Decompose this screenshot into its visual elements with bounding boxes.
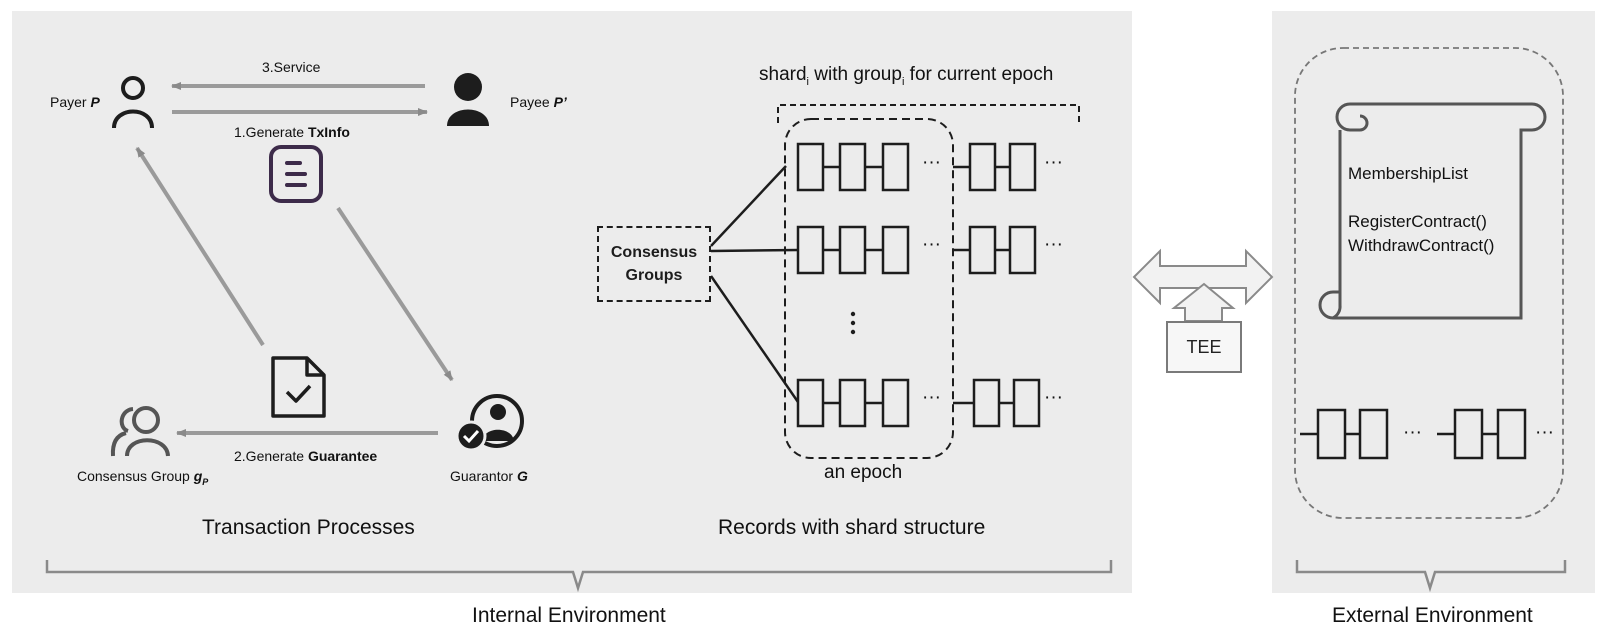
consensus-group-prefix: Consensus Group (77, 468, 194, 484)
payee-label: Payee P’ (510, 94, 567, 110)
guarantor-symbol: G (516, 468, 528, 484)
payer-label: Payer P (50, 94, 100, 110)
to-payer-arrow (135, 146, 265, 347)
payee-person-solid-icon (447, 73, 489, 126)
external-chain (1300, 408, 1527, 460)
shard-links (709, 165, 800, 403)
chain-block (968, 142, 997, 192)
external-dashed-box (1294, 47, 1564, 519)
chain-block (1012, 378, 1041, 428)
chain-block (968, 225, 997, 275)
payee-symbol: P’ (553, 94, 567, 110)
consensus-groups-line2: Groups (625, 267, 683, 284)
external-ellipsis-a: ··· (1403, 422, 1422, 443)
chain-block (1008, 225, 1037, 275)
chain-block (1008, 142, 1037, 192)
chain-block (838, 378, 867, 428)
chain2-ellipsis-a: ··· (922, 234, 941, 255)
contract-scroll-icon (1318, 102, 1547, 320)
guarantor-label: Guarantor G (450, 468, 528, 484)
internal-brace (45, 560, 1113, 593)
chain2-ellipsis-b: ··· (1044, 234, 1063, 255)
txinfo-bold: TxInfo (307, 124, 350, 140)
txinfo-document-icon (269, 145, 323, 203)
transaction-processes-label: Transaction Processes (202, 516, 415, 539)
chain3-ellipsis-b: ··· (1044, 387, 1063, 408)
tee-label: TEE (1186, 336, 1222, 357)
internal-environment-panel (12, 11, 1132, 593)
guarantor-prefix: Guarantor (450, 468, 517, 484)
external-brace (1295, 560, 1567, 593)
external-ellipsis-b: ··· (1535, 422, 1554, 443)
membership-list-text: MembershipList (1348, 164, 1468, 183)
chain-block (796, 142, 825, 192)
chain-block (881, 142, 910, 192)
chain-block (881, 378, 910, 428)
chain-block (796, 225, 825, 275)
consensus-groups-line1: Consensus (610, 244, 698, 261)
chain1-ellipsis-b: ··· (1044, 152, 1063, 173)
txinfo-label: 1.Generate TxInfo (234, 124, 350, 140)
service-label: 3.Service (262, 59, 321, 75)
to-guarantor-arrow (336, 206, 454, 382)
internal-environment-label: Internal Environment (472, 604, 666, 627)
withdraw-contract-text: WithdrawContract() (1348, 236, 1495, 255)
tee-box: TEE (1166, 321, 1242, 373)
guarantee-bold: Guarantee (307, 448, 378, 464)
guarantee-label: 2.Generate Guarantee (234, 448, 377, 464)
chain-block (1453, 408, 1484, 460)
chain-block (881, 225, 910, 275)
epoch-box (784, 118, 954, 459)
register-contract-text: RegisterContract() (1348, 212, 1487, 231)
shard-bracket (777, 104, 1080, 123)
chain-block (838, 225, 867, 275)
vertical-ellipsis (850, 311, 856, 335)
epoch-label: an epoch (824, 462, 903, 483)
chain-block (1496, 408, 1527, 460)
consensus-group-people-icon (110, 406, 170, 457)
payee-prefix: Payee (510, 94, 554, 110)
chain1-ellipsis-a: ··· (922, 152, 941, 173)
chain-block (1358, 408, 1389, 460)
shard-chains (796, 142, 1041, 428)
shard-label: shardi with groupi for current epoch (759, 64, 1053, 88)
consensus-group-symbol: g (193, 468, 203, 484)
consensus-groups-box: Consensus Groups (597, 226, 711, 302)
shard-middle: with group (808, 64, 902, 85)
chain-block (972, 378, 1001, 428)
shard-word: shard (759, 64, 807, 85)
shard-sub: i (806, 75, 809, 88)
guarantee-document-check-icon (271, 356, 326, 418)
consensus-group-label: Consensus Group gP (77, 468, 208, 487)
payer-symbol: P (90, 94, 100, 110)
records-shard-label: Records with shard structure (718, 516, 986, 539)
external-environment-label: External Environment (1332, 604, 1533, 627)
guarantee-prefix: 2.Generate (234, 448, 308, 464)
chain-block (1316, 408, 1347, 460)
consensus-group-subscript: P (202, 476, 209, 487)
shard-rest: for current epoch (904, 64, 1054, 85)
group-sub: i (901, 75, 905, 88)
double-arrow-icon (1132, 248, 1274, 322)
chain-block (796, 378, 825, 428)
payer-prefix: Payer (50, 94, 91, 110)
chain3-ellipsis-a: ··· (922, 387, 941, 408)
chain-block (838, 142, 867, 192)
payer-person-outline-icon (112, 76, 154, 129)
guarantor-check-user-icon (455, 394, 524, 452)
txinfo-prefix: 1.Generate (234, 124, 308, 140)
